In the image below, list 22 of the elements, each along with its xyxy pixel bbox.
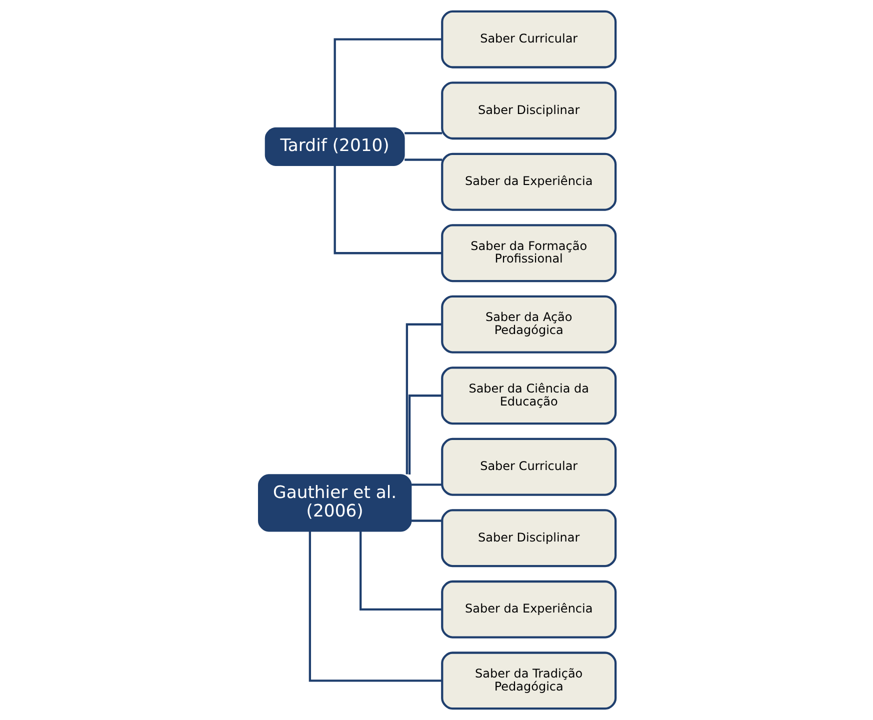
node-box: Tardif (2010) — [264, 127, 404, 166]
connector — [333, 38, 442, 128]
connector — [333, 166, 442, 254]
connector — [411, 520, 442, 522]
node-box: Saber Disciplinar — [440, 82, 616, 140]
connector — [411, 484, 442, 486]
connector — [408, 394, 442, 474]
connector — [308, 532, 442, 682]
connector — [404, 132, 442, 134]
node-box: Saber Disciplinar — [440, 509, 616, 568]
node-box: Saber Curricular — [440, 10, 616, 68]
node-box: Saber da Experiência — [440, 580, 616, 638]
node-box: Saber Curricular — [440, 438, 616, 496]
connector — [404, 158, 442, 161]
node-box: Gauthier et al. (2006) — [258, 474, 412, 532]
node-box: Saber da Ação Pedagógica — [440, 295, 616, 354]
node-box: Saber da Experiência — [440, 152, 616, 211]
node-box: Saber da Formação Profissional — [440, 224, 616, 282]
node-box: Saber da Tradição Pedagógica — [440, 652, 616, 710]
connector — [359, 531, 442, 610]
connector — [405, 323, 442, 474]
node-box: Saber da Ciência da Educação — [440, 366, 616, 425]
